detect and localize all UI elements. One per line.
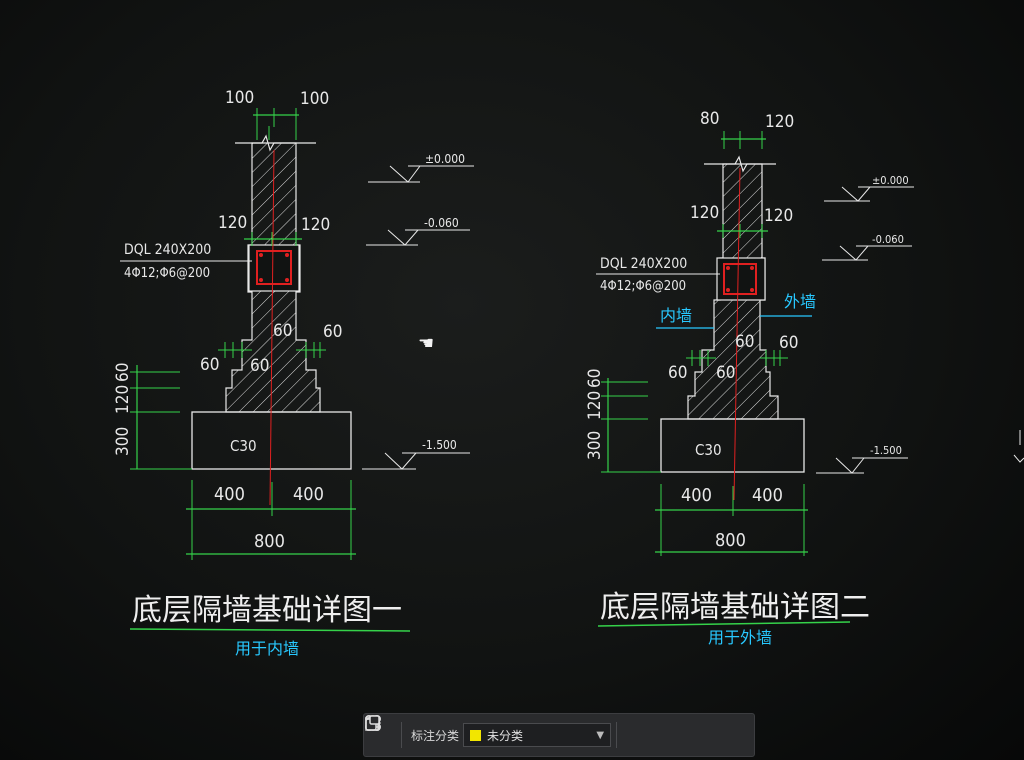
dim-step-right-outer: 60 [323,322,342,342]
concrete-footing [660,418,805,473]
dim-bottom-right: 400 [752,485,783,506]
center-axis [269,149,275,506]
category-color-swatch [470,729,482,741]
rebar-cage [256,250,292,285]
vert-dim-300: 300 [113,427,133,456]
center-axis [733,167,741,501]
drawing-title: 底层隔墙基础详图二 [600,590,870,625]
dim-bottom-total: 800 [715,530,746,551]
elevation-bottom: -1.500 [816,444,908,474]
dim-mid-right: 120 [301,215,330,235]
dim-step-left-outer: 60 [200,355,219,375]
rebar-cage [723,263,757,295]
beam-rebar: 4Φ12;Φ6@200 [600,279,686,294]
vert-dim-60: 60 [585,369,605,388]
elevation-mid: -0.060 [822,233,912,261]
svg-text:±0.000: ±0.000 [425,152,465,166]
detail-drawing-2: C30 80 120 120 120 DQL 240X200 4Φ12;Φ6@2… [585,109,914,647]
elevation-mid: -0.060 [366,216,470,246]
svg-text:-0.060: -0.060 [424,216,459,230]
beam-label: DQL 240X200 [600,256,687,272]
edit-icon[interactable] [365,717,648,748]
drawing-subtitle: 用于内墙 [235,639,299,658]
vert-dim-60: 60 [113,363,133,382]
toolbar-divider [616,722,618,748]
dim-bottom-left: 400 [681,485,712,506]
detail-drawing-1: C30 100 100 120 120 DQL 240X200 4Φ12;Φ6@… [113,88,474,658]
elevation-top: ±0.000 [824,174,914,202]
dim-mid-left: 120 [690,203,719,223]
concrete-grade: C30 [695,441,722,459]
category-select[interactable]: 未分类 ▼ [463,723,612,747]
svg-text:-1.500: -1.500 [422,438,457,452]
svg-text:-1.500: -1.500 [870,444,902,457]
annotation-toolbar: 标注分类 未分类 ▼ [363,713,755,757]
hand-cursor-icon: ☚ [418,333,435,354]
dim-mid-left: 120 [218,213,247,233]
dim-step-right-inner: 60 [273,321,292,341]
partial-drawing-edge [1013,430,1024,463]
beam-rebar: 4Φ12;Φ6@200 [124,266,210,281]
paste-icon[interactable] [365,715,726,748]
drawing-title: 底层隔墙基础详图一 [132,593,402,628]
vert-dim-120: 120 [113,385,133,414]
dim-step-left-inner: 60 [250,356,269,376]
elevation-top: ±0.000 [368,152,474,183]
dim-bottom-total: 800 [254,531,285,552]
drawing-subtitle: 用于外墙 [708,628,772,647]
svg-text:-0.060: -0.060 [872,233,904,246]
vert-dim-120: 120 [585,391,605,420]
dim-top-left: 80 [700,109,719,129]
concrete-grade: C30 [230,437,257,455]
dim-top-right: 120 [765,112,794,132]
concrete-footing [191,411,352,470]
dim-step-right-outer: 60 [779,333,798,353]
svg-text:±0.000: ±0.000 [872,174,909,187]
annotation-category-label: 标注分类 [411,728,460,743]
beam-label: DQL 240X200 [124,242,211,258]
dim-mid-right: 120 [764,206,793,226]
category-select-value: 未分类 [487,728,524,743]
copy-icon[interactable] [365,715,700,748]
chevron-down-icon: ▼ [596,729,605,741]
vert-dim-300: 300 [585,431,605,460]
move-icon[interactable] [365,715,674,748]
dim-top-right: 100 [300,89,329,109]
dim-step-right-inner: 60 [735,332,754,352]
outer-wall-label: 外墙 [784,292,816,311]
dim-top-left: 100 [225,88,254,108]
dim-step-left-outer: 60 [668,363,687,383]
dim-step-left-inner: 60 [716,363,735,383]
dim-bottom-left: 400 [214,484,245,505]
inner-wall-label: 内墙 [660,306,692,325]
toolbar-divider [401,722,402,748]
dim-bottom-right: 400 [293,484,324,505]
elevation-bottom: -1.500 [362,438,470,470]
